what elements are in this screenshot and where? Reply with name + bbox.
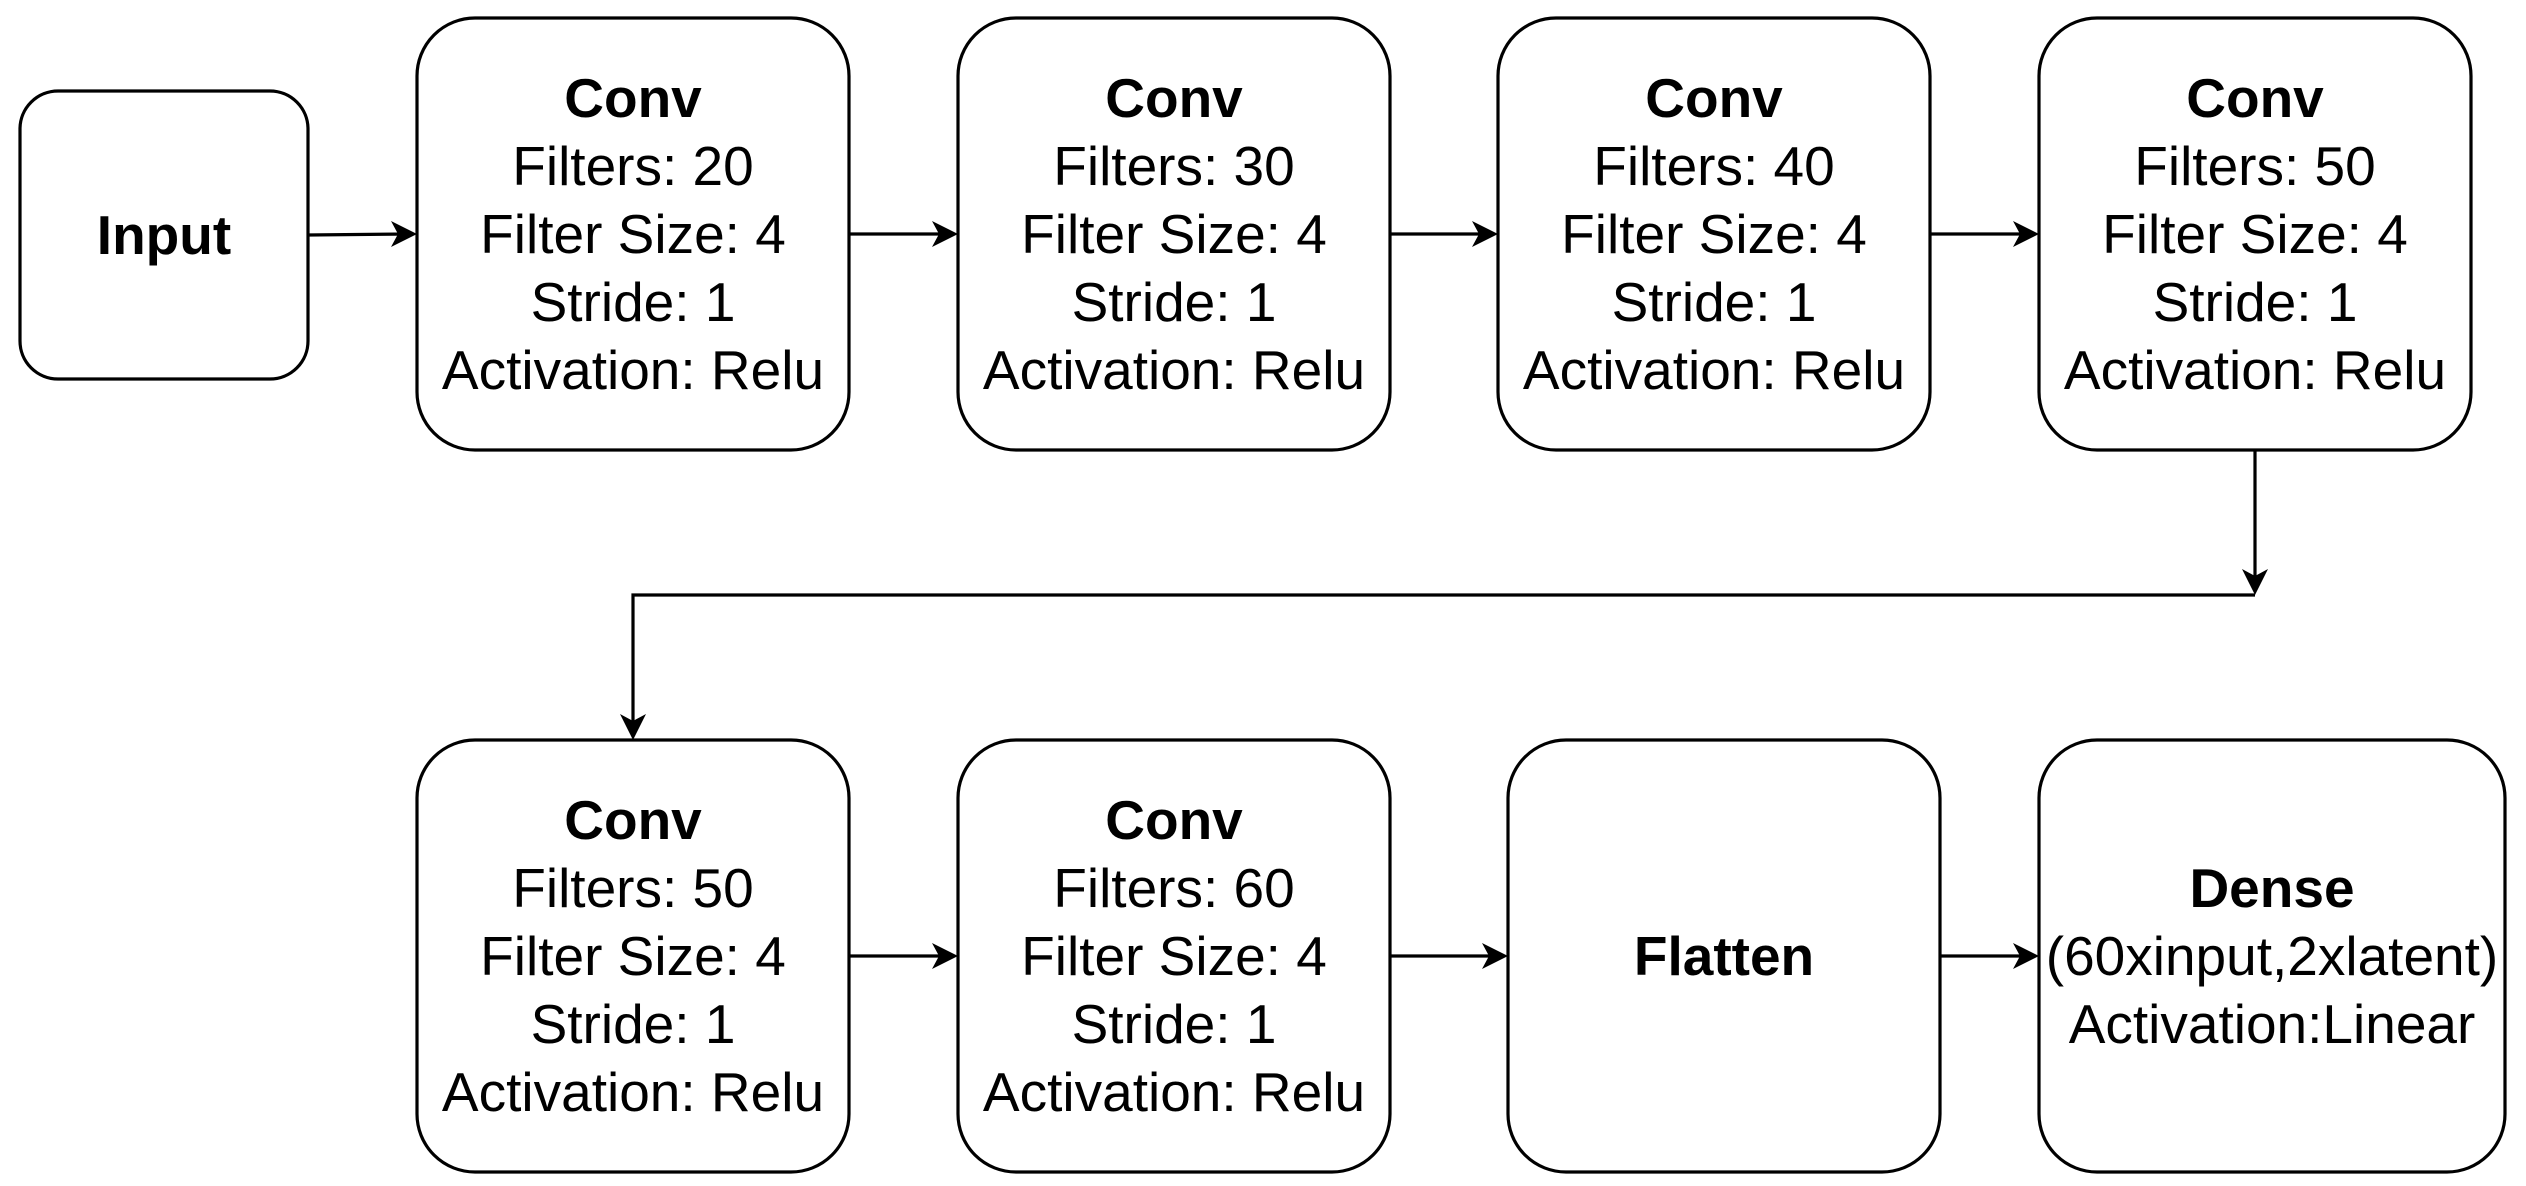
node-box — [1496, 16, 1932, 452]
node-line: Activation: Relu — [983, 1061, 1365, 1123]
node-title: Conv — [1105, 789, 1243, 851]
node-box — [415, 738, 851, 1174]
edge-conv1-to-conv2 — [849, 221, 958, 247]
node-line: Filter Size: 4 — [1021, 925, 1327, 987]
node-title: Conv — [1645, 67, 1783, 129]
node-line: Filter Size: 4 — [2102, 203, 2408, 265]
node-line: Filter Size: 4 — [480, 925, 786, 987]
node-line: Stride: 1 — [2153, 271, 2358, 333]
edge-conv2-to-conv3 — [1390, 221, 1498, 247]
node-box — [956, 16, 1392, 452]
node-line: Stride: 1 — [1612, 271, 1817, 333]
arrowhead-icon — [1482, 943, 1508, 969]
node-line: Activation: Relu — [1523, 339, 1905, 401]
node-line: Activation: Relu — [983, 339, 1365, 401]
arrowhead-icon — [391, 221, 417, 247]
edge-line — [307, 232, 410, 237]
node-line: Activation: Relu — [442, 339, 824, 401]
arrowhead-icon — [932, 221, 958, 247]
node-title: Flatten — [1634, 925, 1814, 987]
node-line: (60xinput,2xlatent) — [2046, 925, 2499, 987]
node-line: Activation: Relu — [2064, 339, 2446, 401]
node-line: Filters: 20 — [512, 135, 753, 197]
node-line: Stride: 1 — [531, 993, 736, 1055]
node-line: Filter Size: 4 — [480, 203, 786, 265]
node-line: Filter Size: 4 — [1021, 203, 1327, 265]
node-box — [956, 738, 1392, 1174]
arrowhead-icon — [932, 943, 958, 969]
node-line: Filters: 40 — [1593, 135, 1834, 197]
node-box — [18, 89, 310, 381]
node-box — [1506, 738, 1942, 1174]
node-flatten: Flatten — [1506, 738, 1942, 1174]
edge-input-to-conv1 — [307, 221, 417, 247]
node-title: Input — [97, 204, 231, 266]
node-line: Stride: 1 — [531, 271, 736, 333]
node-box — [2037, 16, 2473, 452]
arrowhead-icon — [1472, 221, 1498, 247]
arrowhead-icon — [2242, 569, 2268, 595]
node-line: Stride: 1 — [1072, 271, 1277, 333]
node-line: Filters: 30 — [1053, 135, 1294, 197]
edge-conv6-to-flatten — [1390, 943, 1508, 969]
node-line: Filters: 50 — [2134, 135, 2375, 197]
node-title: Dense — [2189, 857, 2354, 919]
node-line: Stride: 1 — [1072, 993, 1277, 1055]
node-dense: Dense(60xinput,2xlatent)Activation:Linea… — [2037, 738, 2507, 1174]
node-line: Filter Size: 4 — [1561, 203, 1867, 265]
node-box — [2037, 738, 2507, 1174]
node-line: Activation:Linear — [2069, 993, 2476, 1055]
node-box — [415, 16, 851, 452]
edge-conv3-to-conv4 — [1930, 221, 2039, 247]
node-input: Input — [18, 89, 310, 381]
node-title: Conv — [2186, 67, 2324, 129]
arrowhead-icon — [620, 714, 646, 740]
node-line: Activation: Relu — [442, 1061, 824, 1123]
arrowhead-icon — [2013, 943, 2039, 969]
edge-conv5-to-conv6 — [849, 943, 958, 969]
arrowhead-icon — [2013, 221, 2039, 247]
edge-conv4-to-conv5 — [620, 450, 2268, 740]
node-line: Filters: 50 — [512, 857, 753, 919]
node-title: Conv — [564, 67, 702, 129]
edge-flatten-to-dense — [1940, 943, 2039, 969]
node-title: Conv — [1105, 67, 1243, 129]
edges-layer — [307, 221, 2268, 969]
edge-line — [631, 593, 2255, 732]
node-line: Filters: 60 — [1053, 857, 1294, 919]
node-title: Conv — [564, 789, 702, 851]
